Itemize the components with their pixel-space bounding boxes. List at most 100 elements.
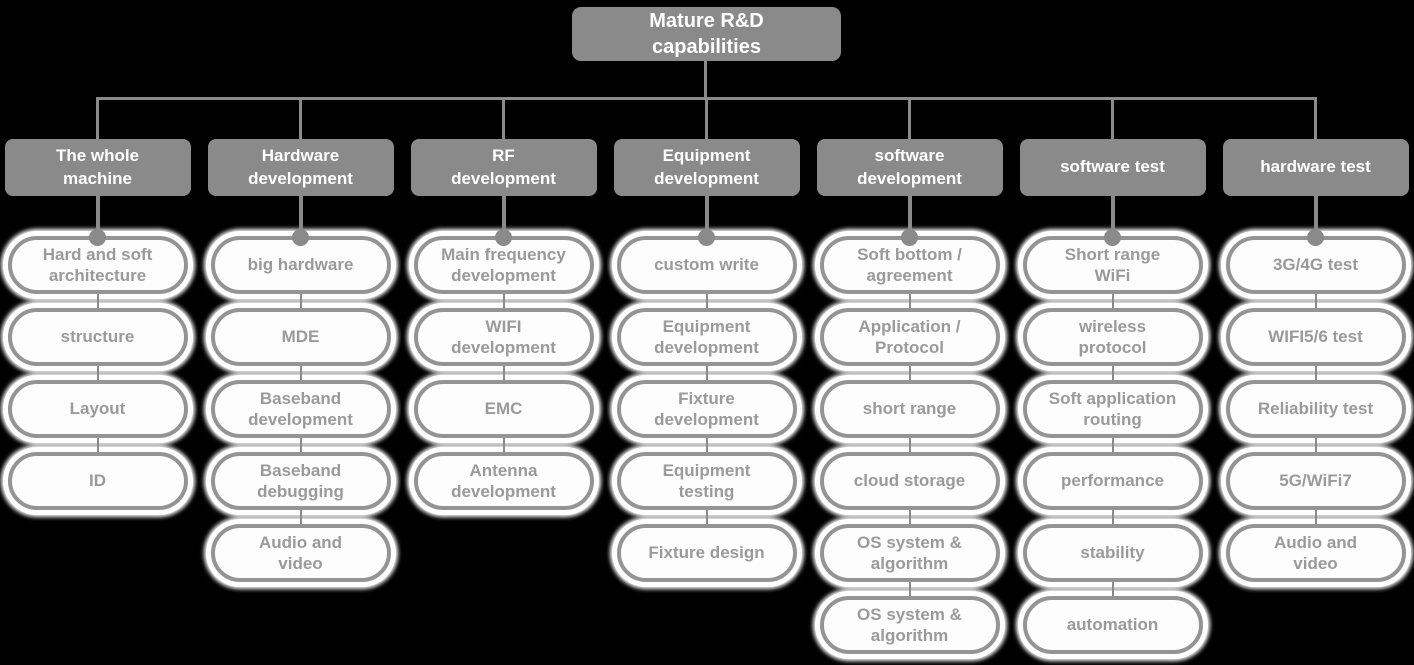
capability-node-label: Fixture design: [648, 543, 765, 563]
capability-node-label: big hardware: [247, 255, 354, 275]
capability-node-label: Baseband development: [248, 388, 353, 429]
capability-node: Layout: [7, 380, 188, 438]
node-connector-line: [908, 510, 911, 524]
capability-node: Short range WiFi: [1022, 236, 1203, 294]
capability-node: cloud storage: [819, 452, 1000, 510]
connector-dot: [1104, 229, 1121, 246]
capability-node: stability: [1022, 524, 1203, 582]
connector-dot: [495, 229, 512, 246]
node-connector-line: [96, 438, 99, 452]
capability-node-label: Application / Protocol: [858, 316, 961, 357]
capability-node: MDE: [210, 308, 391, 366]
capability-node-label: custom write: [654, 255, 759, 275]
header-drop-line: [299, 98, 302, 139]
node-connector-line: [908, 366, 911, 380]
capability-node-label: Hard and soft architecture: [42, 244, 153, 285]
node-connector-line: [1111, 294, 1114, 308]
node-connector-line: [705, 510, 708, 524]
capability-node: structure: [7, 308, 188, 366]
connector-dot: [1307, 229, 1324, 246]
node-connector-line: [1111, 366, 1114, 380]
node-connector-line: [96, 294, 99, 308]
header-drop-line: [908, 98, 911, 139]
column-header: software development: [816, 139, 1003, 196]
root-drop-line: [704, 61, 707, 98]
header-to-node-line: [704, 196, 709, 240]
capability-node-label: Soft bottom / agreement: [857, 244, 962, 285]
capability-node: Baseband debugging: [210, 452, 391, 510]
capability-node-label: Soft application routing: [1048, 388, 1177, 429]
header-to-node-line: [1313, 196, 1318, 240]
capability-node: OS system & algorithm: [819, 596, 1000, 654]
capability-node: Equipment development: [616, 308, 797, 366]
header-drop-line: [502, 98, 505, 139]
capability-node-label: WIFI development: [451, 316, 556, 357]
capability-node: 5G/WiFi7: [1225, 452, 1406, 510]
node-connector-line: [502, 438, 505, 452]
capability-node-label: EMC: [484, 399, 523, 419]
capability-node-label: ID: [89, 471, 106, 491]
node-connector-line: [705, 294, 708, 308]
header-drop-line: [1111, 98, 1114, 139]
capability-node-label: Layout: [69, 399, 126, 419]
node-connector-line: [1111, 510, 1114, 524]
capability-node-label: Antenna development: [451, 460, 556, 501]
node-connector-line: [908, 294, 911, 308]
capability-node: performance: [1022, 452, 1203, 510]
capability-node-label: Reliability test: [1257, 399, 1374, 419]
column-header: Hardware development: [207, 139, 394, 196]
capability-node: EMC: [413, 380, 594, 438]
capability-node: Equipment testing: [616, 452, 797, 510]
connector-dot: [89, 229, 106, 246]
connector-dot: [901, 229, 918, 246]
header-to-node-line: [298, 196, 303, 240]
node-connector-line: [299, 510, 302, 524]
node-connector-line: [705, 366, 708, 380]
capability-node-label: Equipment testing: [662, 460, 751, 501]
capability-node-label: Audio and video: [1273, 532, 1358, 573]
node-connector-line: [1111, 438, 1114, 452]
node-connector-line: [96, 366, 99, 380]
header-to-node-line: [1110, 196, 1115, 240]
capability-node: Baseband development: [210, 380, 391, 438]
capability-node-label: Main frequency development: [441, 244, 566, 285]
column-header: hardware test: [1222, 139, 1409, 196]
column-header: RF development: [410, 139, 597, 196]
capability-node: Audio and video: [1225, 524, 1406, 582]
capability-node-label: short range: [862, 399, 957, 419]
node-connector-line: [299, 294, 302, 308]
node-connector-line: [1111, 582, 1114, 596]
capability-node-label: Fixture development: [654, 388, 759, 429]
capability-node-label: structure: [60, 327, 135, 347]
capability-node-label: performance: [1061, 471, 1164, 491]
node-connector-line: [502, 366, 505, 380]
node-connector-line: [908, 438, 911, 452]
capability-node-label: cloud storage: [853, 471, 966, 491]
header-drop-line: [96, 98, 99, 139]
capability-node-label: 5G/WiFi7: [1279, 471, 1352, 491]
capability-node: WIFI5/6 test: [1225, 308, 1406, 366]
capability-node: Audio and video: [210, 524, 391, 582]
capability-node: Fixture development: [616, 380, 797, 438]
capability-node-label: stability: [1080, 543, 1145, 563]
header-drop-line: [705, 98, 708, 139]
node-connector-line: [705, 438, 708, 452]
node-connector-line: [1314, 510, 1317, 524]
connector-dot: [292, 229, 309, 246]
capability-node: wireless protocol: [1022, 308, 1203, 366]
column-header: Equipment development: [613, 139, 800, 196]
column-header: software test: [1019, 139, 1206, 196]
node-connector-line: [299, 438, 302, 452]
header-drop-line: [1314, 98, 1317, 139]
capability-node-label: WIFI5/6 test: [1268, 327, 1363, 347]
node-connector-line: [1314, 294, 1317, 308]
capability-node-label: MDE: [281, 327, 320, 347]
capability-node: Application / Protocol: [819, 308, 1000, 366]
root-node: Mature R&D capabilities: [572, 7, 841, 61]
capability-node: short range: [819, 380, 1000, 438]
capability-node: Reliability test: [1225, 380, 1406, 438]
connector-dot: [698, 229, 715, 246]
capability-node-label: Baseband debugging: [257, 460, 344, 501]
capability-node-label: wireless protocol: [1078, 316, 1147, 357]
